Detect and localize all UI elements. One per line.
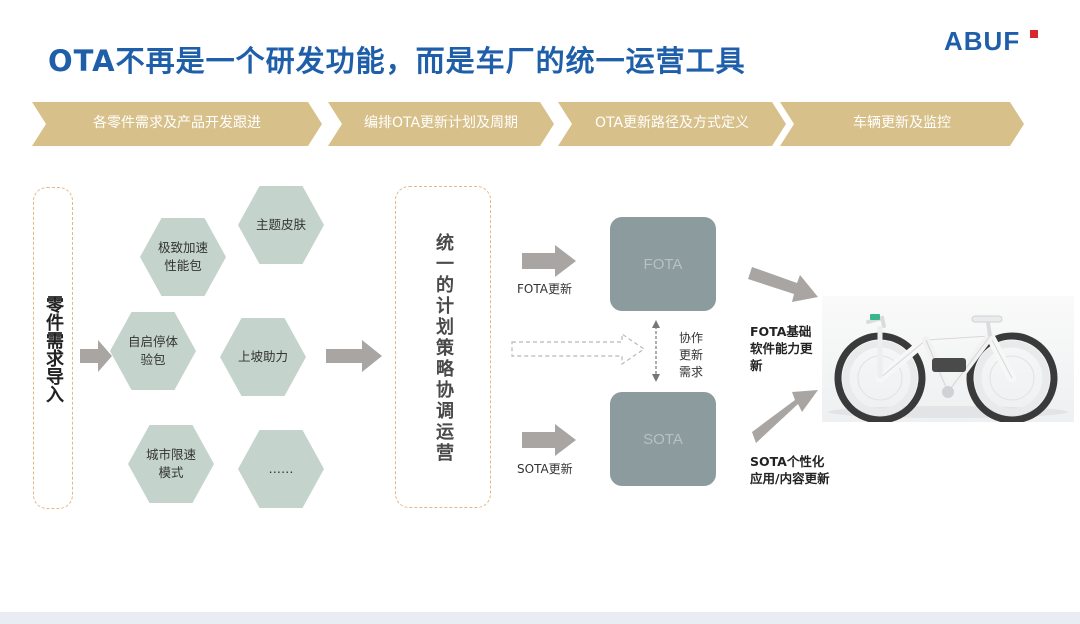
sota-block: SOTA [610, 392, 716, 486]
sota-result-label: SOTA个性化 应用/内容更新 [750, 454, 830, 486]
fota-arrow-label: FOTA更新 [517, 282, 572, 296]
strategy-box-label: 统一的计划策略协调运营 [433, 232, 454, 464]
input-box [33, 187, 73, 509]
process-chevron-4 [780, 102, 1024, 146]
brand-logo: ABUF [944, 26, 1021, 56]
process-step-1: 各零件需求及产品开发跟进 [93, 115, 261, 131]
arrow-sota-to-bike [752, 390, 818, 443]
process-chevron-2 [328, 102, 554, 146]
process-bar [32, 102, 1024, 146]
strategy-box [395, 186, 491, 508]
arrow-dashed-middle [511, 332, 646, 366]
bottom-bar [0, 612, 1080, 624]
arrow-input-to-features [80, 340, 112, 372]
process-step-4: 车辆更新及监控 [853, 115, 951, 131]
input-box-label: 零件需求导入 [43, 295, 64, 403]
arrow-features-to-strategy [326, 340, 382, 372]
coordination-label: 协作 更新 需求 [679, 331, 704, 379]
bike-illustration [828, 314, 1068, 424]
process-step-3: OTA更新路径及方式定义 [594, 115, 750, 131]
coordination-arrow-up [652, 320, 660, 328]
arrow-fota-to-bike [748, 267, 818, 302]
fota-result-label: FOTA基础 软件能力更 新 [750, 324, 813, 373]
arrow-to-sota [522, 424, 576, 456]
arrow-to-fota [522, 245, 576, 277]
process-step-2: 编排OTA更新计划及周期 [363, 115, 519, 131]
coordination-arrow-down [652, 374, 660, 382]
page-title: OTA不再是一个研发功能，而是车厂的统一运营工具 [48, 44, 746, 78]
fota-block: FOTA [610, 217, 716, 311]
process-chevron-1 [32, 102, 322, 146]
process-chevron-3 [558, 102, 786, 146]
logo-accent-icon [1030, 30, 1038, 38]
sota-arrow-label: SOTA更新 [517, 462, 573, 476]
bike-image [822, 296, 1074, 424]
